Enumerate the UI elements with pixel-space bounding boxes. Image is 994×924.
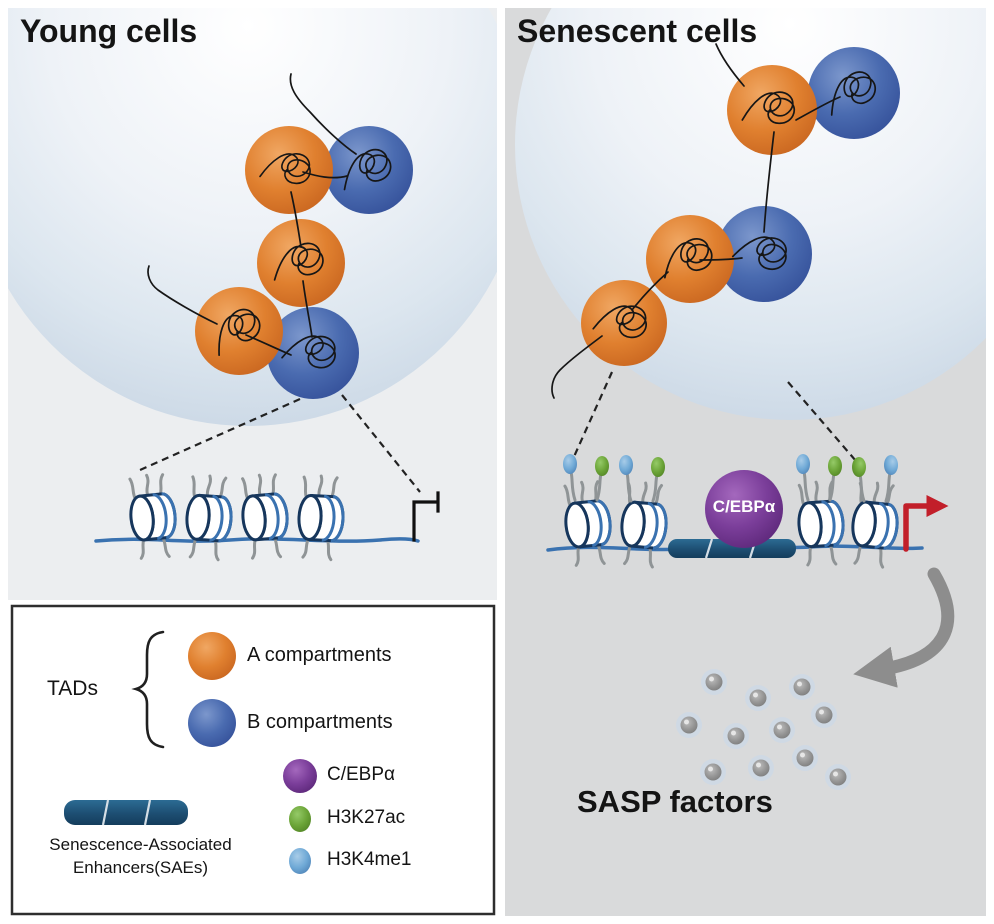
sasp-dot [789,674,815,700]
h3k4me1-legend-icon [289,848,311,874]
young-cell-nucleus [8,8,497,426]
h3k27ac-legend-icon [289,806,311,832]
legend-a-compartments-label: A compartments [247,644,392,666]
b-compartment-legend-icon [188,699,236,747]
sasp-dot [792,745,818,771]
young-nucleosome-array [94,471,440,563]
a-compartment-circle [195,287,283,375]
senescent-nucleosome-array [546,452,949,570]
zoom-dashed-line [139,397,301,472]
legend-enhancer-label-line2: Enhancers(SAEs) [72,858,209,877]
sasp-dot [723,723,749,749]
enhancer-legend-icon [64,800,188,825]
young-cell-group [8,8,497,426]
transcription-arrow-icon [903,495,949,552]
legend-b-compartments-label: B compartments [247,711,393,733]
zoom-dashed-line [566,371,614,471]
young-panel-title: Young cells [20,13,198,49]
cebpa-legend-icon [283,759,317,793]
sasp-factors-label: SASP factors [577,784,773,819]
cebpa-circle-label: C/EBPα [712,497,776,516]
a-compartment-circle [727,65,817,155]
a-compartment-circle [581,280,667,366]
legend-h3k27ac-label: H3K27ac [327,807,406,828]
legend-graphics [64,630,317,874]
b-compartment-circle [808,47,900,139]
repression-symbol-icon [412,491,440,542]
zoom-dashed-line [341,394,421,493]
legend-tads-label: TADs [47,677,98,700]
b-compartment-circle [267,307,359,399]
tads-brace-icon [131,630,165,749]
sasp-dot [745,685,771,711]
a-compartment-circle [646,215,734,303]
legend-h3k4me1-label: H3K4me1 [327,849,412,870]
enhancer-legend-segments [101,799,152,826]
sasp-dot [769,717,795,743]
sasp-dot [676,712,702,738]
dna-strand [94,537,420,543]
sasp-dot [701,669,727,695]
sasp-dot [825,764,851,790]
secretion-arrow-icon [853,567,955,688]
sasp-dot [811,702,837,728]
a-compartment-circle [245,126,333,214]
sasp-dot [700,759,726,785]
senescent-chromatin-strand [551,43,881,399]
senescent-compartments [581,47,900,366]
b-compartment-circle [716,206,812,302]
a-compartment-circle [257,219,345,307]
senescent-panel-title: Senescent cells [517,13,758,49]
zoom-dashed-line [787,381,863,469]
a-compartment-legend-icon [188,632,236,680]
sasp-dot [748,755,774,781]
young-chromatin-strand [147,73,395,375]
legend-box [10,604,496,916]
legend-enhancer-label-line1: Senescence-Associated [49,835,232,854]
cebpa-circle [705,470,783,548]
enhancer-bar [668,539,796,558]
legend-cebpa-label: C/EBPα [327,764,396,785]
